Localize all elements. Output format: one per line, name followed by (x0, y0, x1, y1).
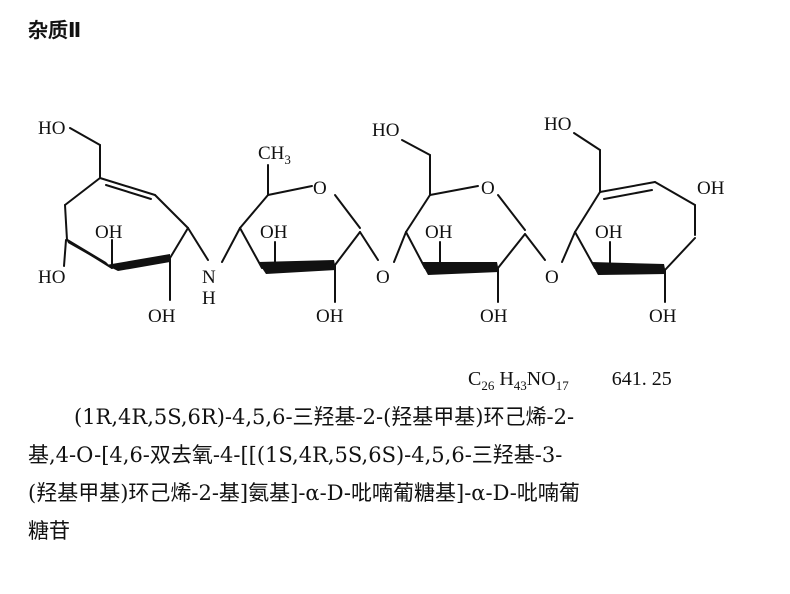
label-ho-d: HO (544, 114, 571, 135)
structure-diagram: HO OH HO OH N H CH3 O OH OH O HO O OH OH… (38, 114, 725, 327)
label-ch3: CH3 (258, 143, 291, 167)
label-oh-c1: OH (425, 222, 453, 243)
chemical-name-line-3: (羟基甲基)环己烯-2-基]氨基]-α-D-吡喃葡糖基]-α-D-吡喃葡 (28, 481, 580, 505)
ring-d-wedge (591, 262, 666, 275)
label-ring-o-c: O (481, 178, 495, 199)
chemical-name: (1R,4R,5S,6R)-4,5,6-三羟基-2-(羟基甲基)环己烯-2- 基… (28, 398, 768, 550)
label-oh-b2: OH (316, 306, 344, 327)
ring-c-wedge (421, 262, 499, 275)
label-oh-b1: OH (260, 222, 288, 243)
label-oh-c2: OH (480, 306, 508, 327)
label-n: N (202, 267, 216, 288)
label-nh-h: H (202, 288, 216, 309)
ring-d-bonds (573, 132, 696, 303)
label-oh-d3: OH (649, 306, 677, 327)
chemical-name-line-1: (1R,4R,5S,6R)-4,5,6-三羟基-2-(羟基甲基)环己烯-2- (74, 405, 575, 429)
molecular-weight: 641. 25 (611, 368, 672, 390)
ring-a-bonds (63, 144, 209, 301)
label-ho-a2: HO (38, 267, 65, 288)
ring-b-wedge (258, 260, 336, 274)
ring-a-wedge-1 (106, 254, 170, 271)
ring-c-bonds (401, 139, 546, 303)
label-oh-d2: OH (595, 222, 623, 243)
impurity-title: 杂质Ⅱ (28, 18, 82, 42)
label-oh-a3: OH (148, 306, 176, 327)
label-oh-d1: OH (697, 178, 725, 199)
chemical-name-line-4: 糖苷 (28, 519, 70, 543)
label-ho-c: HO (372, 120, 399, 141)
ring-b-bonds (239, 164, 379, 303)
label-link-o1: O (376, 267, 390, 288)
label-ho-a: HO (38, 118, 65, 139)
label-ring-o-b: O (313, 178, 327, 199)
molecular-formula: C26 H43NO17 641. 25 (468, 368, 672, 393)
chemical-name-line-2: 基,4-O-[4,6-双去氧-4-[[(1S,4R,5S,6S)-4,5,6-三… (28, 443, 563, 467)
ring-a-wedge-2 (66, 238, 112, 268)
label-oh-a1: OH (95, 222, 123, 243)
label-link-o2: O (545, 267, 559, 288)
